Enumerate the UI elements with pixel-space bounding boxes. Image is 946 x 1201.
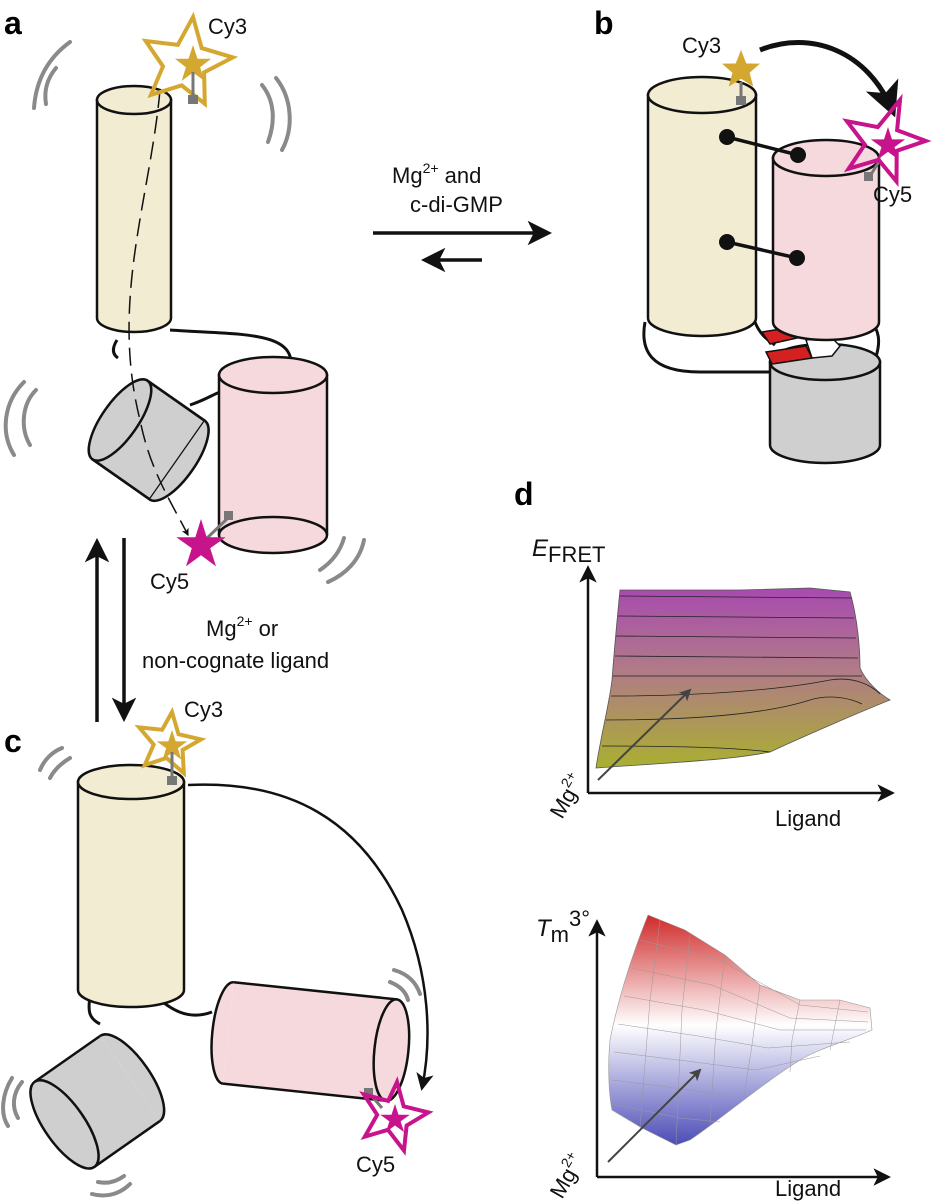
linker-a-left — [111, 339, 119, 360]
motion-wiggle-a3 — [260, 83, 275, 144]
efret-x-label: Ligand — [775, 806, 841, 831]
panel-b: b — [594, 5, 932, 465]
tm-surface — [608, 914, 873, 1146]
cy5-label-c: Cy5 — [356, 1152, 395, 1177]
cy3-star-icon-a — [141, 11, 239, 109]
fret-arrow-c — [187, 783, 434, 1091]
motion-wiggle-c7 — [96, 1174, 126, 1185]
efret-depth-label: Mg2+ — [542, 768, 590, 822]
tm-x-label: Ligand — [775, 1176, 841, 1201]
vertical-arrow-label-line2: non-cognate ligand — [142, 648, 329, 673]
helix-pink-c — [210, 980, 411, 1103]
cy3-star-icon-c — [134, 706, 207, 785]
cy5-label-a: Cy5 — [150, 569, 189, 594]
panel-letter-b: b — [594, 5, 614, 41]
motion-wiggle-c3 — [388, 980, 410, 1002]
cy5-label-b: Cy5 — [873, 182, 912, 207]
horizontal-arrow-label-line1: Mg2+ and — [392, 160, 481, 188]
plot-tm: Tm3° Ligand Mg2+ — [536, 906, 891, 1201]
motion-wiggle-a7 — [318, 536, 346, 572]
panel-a: a — [3, 5, 366, 594]
motion-wiggle-a2 — [43, 66, 58, 106]
panel-d: d EFRET Ligand Mg2+ — [514, 476, 895, 1201]
tm-depth-label: Mg2+ — [542, 1148, 590, 1201]
motion-wiggle-c6 — [1, 1076, 14, 1128]
fret-dashed-path-a — [128, 89, 189, 537]
efret-surface — [595, 587, 891, 769]
cy3-label-c: Cy3 — [184, 697, 223, 722]
cy3-star-icon-b — [722, 50, 760, 105]
efret-depth-axis — [597, 688, 692, 781]
horizontal-arrow-label-line2: c-di-GMP — [410, 192, 503, 217]
linker-b-bottom — [642, 321, 770, 374]
motion-wiggle-c1 — [48, 756, 72, 780]
motion-wiggle-c4 — [392, 968, 422, 996]
cy3-label-b: Cy3 — [682, 33, 721, 58]
helix-gray-a — [87, 378, 210, 503]
cy5-star-icon-a — [176, 511, 233, 567]
motion-wiggle-a5 — [3, 380, 26, 457]
helix-yellow-c — [76, 763, 186, 1009]
motion-wiggle-a6 — [21, 388, 38, 447]
cy5-star-icon-b — [842, 93, 932, 188]
equilibrium-arrows-horizontal: Mg2+ and c-di-GMP — [373, 160, 553, 273]
motion-wiggle-c5 — [11, 1080, 24, 1120]
helix-pink-a — [217, 355, 329, 555]
linker-a-mid — [189, 390, 221, 407]
efret-axis-label: EFRET — [532, 535, 605, 567]
motion-wiggle-a4 — [274, 76, 292, 152]
helix-gray-c — [29, 1033, 166, 1170]
efret-contours — [601, 595, 881, 753]
helix-yellow-b — [646, 75, 758, 338]
tm-axis-label: Tm3° — [536, 906, 590, 947]
cy3-label-a: Cy3 — [208, 14, 247, 39]
cy5-star-icon-c — [359, 1076, 434, 1156]
fret-arrow-b — [759, 40, 899, 118]
plot-efret: EFRET Ligand Mg2+ — [532, 535, 895, 831]
motion-wiggle-a8 — [326, 538, 366, 584]
motion-wiggle-c2 — [38, 746, 64, 772]
panel-c: c — [1, 697, 434, 1198]
tm-depth-axis — [607, 1068, 702, 1163]
vertical-arrow-label-line1: Mg2+ or — [206, 613, 278, 641]
panel-letter-c: c — [4, 723, 22, 759]
tm-mesh — [611, 919, 869, 1146]
panel-letter-a: a — [4, 5, 22, 41]
helix-yellow-a — [95, 84, 173, 334]
equilibrium-arrows-vertical: Mg2+ or non-cognate ligand — [84, 537, 329, 723]
helix-pink-b — [771, 138, 881, 342]
panel-letter-d: d — [514, 476, 534, 512]
motion-wiggle-c8 — [90, 1182, 132, 1198]
tertiary-contacts — [719, 129, 806, 266]
motion-wiggle-a1 — [32, 40, 72, 110]
